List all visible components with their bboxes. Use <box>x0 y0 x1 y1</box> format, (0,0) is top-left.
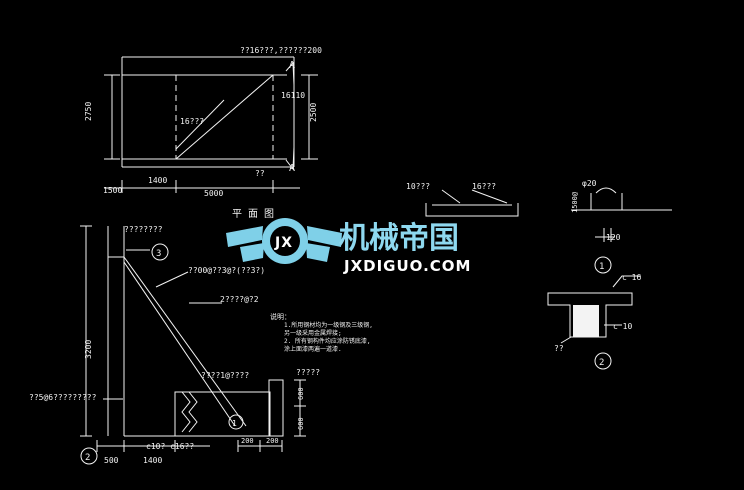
plan-right-dimension: 2500 <box>309 103 318 122</box>
section-view: ???????? 3 ??00@??3@?(??3?) 2????@?2 320… <box>29 225 320 465</box>
logo-sub-text: JXDIGUO.COM <box>343 257 471 275</box>
logo-gear-center <box>270 226 300 256</box>
section-main-brace <box>123 256 247 427</box>
logo-main-text: 机械帝国 <box>339 221 459 256</box>
section-top-left-label: ???????? <box>124 225 163 234</box>
plan-bottom-dim-center: 5000 <box>204 189 223 198</box>
plan-view: ??16???,??????200 2750 2500 1400 5000 15… <box>84 46 322 220</box>
detail-2: c 16 c 10 ?? 2 <box>547 273 641 370</box>
plan-bottom-dim-ticks <box>121 180 274 193</box>
notes-line-2: 另一级采用金属焊接; <box>284 329 342 337</box>
watermark-logo: JX 机械帝国 JXDIGUO.COM <box>226 218 471 275</box>
notes-title: 说明： <box>270 312 291 321</box>
detail2-profile <box>547 292 633 338</box>
detail1-hook <box>595 187 617 194</box>
detail2-solid-block <box>573 305 599 337</box>
section-main-brace-2 <box>123 261 236 427</box>
detail-1: φ20 1500@ 120 1 <box>571 179 672 274</box>
section-base-block <box>174 391 271 437</box>
detail2-callout-circle <box>594 352 612 370</box>
logo-right-wing-lower <box>306 243 330 262</box>
plan-inner-diagonal <box>175 99 225 150</box>
logo-left-wing-lower <box>240 243 264 262</box>
section-right-dim-2: 600 <box>297 417 305 430</box>
plan-right-small-label: 16110 <box>281 91 305 100</box>
detail2-circle-label: 2 <box>599 358 604 368</box>
detail2-top-label: c 16 <box>622 273 641 282</box>
section-right-dims <box>294 379 306 437</box>
notes-line-4: 涂上面漆两遍一道漆. <box>284 345 342 353</box>
top-detail-label-left: 10??? <box>406 182 430 191</box>
plan-left-dimension: 2750 <box>84 102 93 121</box>
plan-diagonal-brace <box>175 74 274 160</box>
plan-bottom-dim-left: 1400 <box>148 176 167 185</box>
top-detail-label-right: 16??? <box>472 182 496 191</box>
plan-bottom-note: ?? <box>255 169 265 178</box>
detail1-bottom-label: 120 <box>606 233 621 242</box>
detail2-top-leader <box>612 275 641 288</box>
section-callout-2 <box>80 447 98 465</box>
section-callout-1 <box>228 414 244 430</box>
section-callout-2-label: 2 <box>85 453 90 463</box>
section-right-top-label: ????? <box>296 368 320 377</box>
detail1-top-label: φ20 <box>582 179 597 188</box>
plan-bottom-dim-far-left: 1500 <box>103 186 122 195</box>
detail2-left-leader <box>560 336 572 344</box>
section-bottom-right-dim-1: 200 <box>241 437 254 445</box>
section-bottom-right-dims <box>237 440 283 452</box>
section-mid-label: ????1@???? <box>201 371 249 380</box>
detail2-left-label: ?? <box>554 344 564 353</box>
plan-marker-bottom <box>285 146 295 171</box>
plan-title: 平 面 图 <box>232 208 274 220</box>
section-height-dimension: 3200 <box>84 340 93 359</box>
detail1-circle-label: 1 <box>599 262 604 272</box>
logo-right-wing <box>307 226 342 247</box>
plan-top-label: ??16???,??????200 <box>240 46 322 55</box>
section-bottom-dim-2: 1400 <box>143 456 162 465</box>
detail2-side-label: c 10 <box>613 322 632 331</box>
plan-left-dim <box>104 74 120 160</box>
section-bottom-dim-1: 500 <box>104 456 119 465</box>
top-center-detail: 10??? 16??? <box>406 182 519 217</box>
logo-badge-text: JX <box>274 235 293 251</box>
section-bottom-label: c10? c16?? <box>146 442 194 451</box>
section-hatch-2 <box>188 391 198 433</box>
section-marker-bottom: A <box>289 163 295 174</box>
plan-inner-label: 16??? <box>180 117 204 126</box>
section-hatch-1 <box>181 391 191 433</box>
section-left-note: ??5@6????????? <box>29 393 97 402</box>
detail1-side-label: 1500@ <box>571 191 579 213</box>
detail1-uprights <box>590 193 623 210</box>
section-right-dim-1: 600 <box>297 387 305 400</box>
general-notes: 说明： 1.所用钢材均为一级钢及三级钢, 另一级采用金属焊接; 2. 所有钢构件… <box>270 312 373 353</box>
section-label1-leader <box>155 271 189 288</box>
section-callout-3-label: 3 <box>156 249 161 259</box>
top-detail-leaders <box>441 189 508 204</box>
section-height-ticks <box>80 225 92 437</box>
section-label-2: 2????@?2 <box>220 295 259 304</box>
detail1-callout-circle <box>594 256 612 274</box>
section-bottom-dims <box>96 440 210 452</box>
section-callout-3 <box>151 243 169 261</box>
section-label-1: ??00@??3@?(??3?) <box>188 266 265 275</box>
section-marker-top: A <box>289 60 295 71</box>
detail1-bottom-dim <box>595 228 615 242</box>
section-right-block <box>268 379 284 437</box>
top-detail-frame <box>425 203 519 217</box>
notes-line-1: 1.所用钢材均为一级钢及三级钢, <box>284 321 373 329</box>
plan-right-dim <box>301 74 318 160</box>
section-callout-1-label: 1 <box>232 419 237 428</box>
logo-left-wing <box>226 226 263 247</box>
plan-marker-top <box>285 61 295 86</box>
section-bottom-right-dim-2: 200 <box>266 437 279 445</box>
notes-line-3: 2. 所有钢构件均应涂防锈底漆, <box>284 337 370 345</box>
